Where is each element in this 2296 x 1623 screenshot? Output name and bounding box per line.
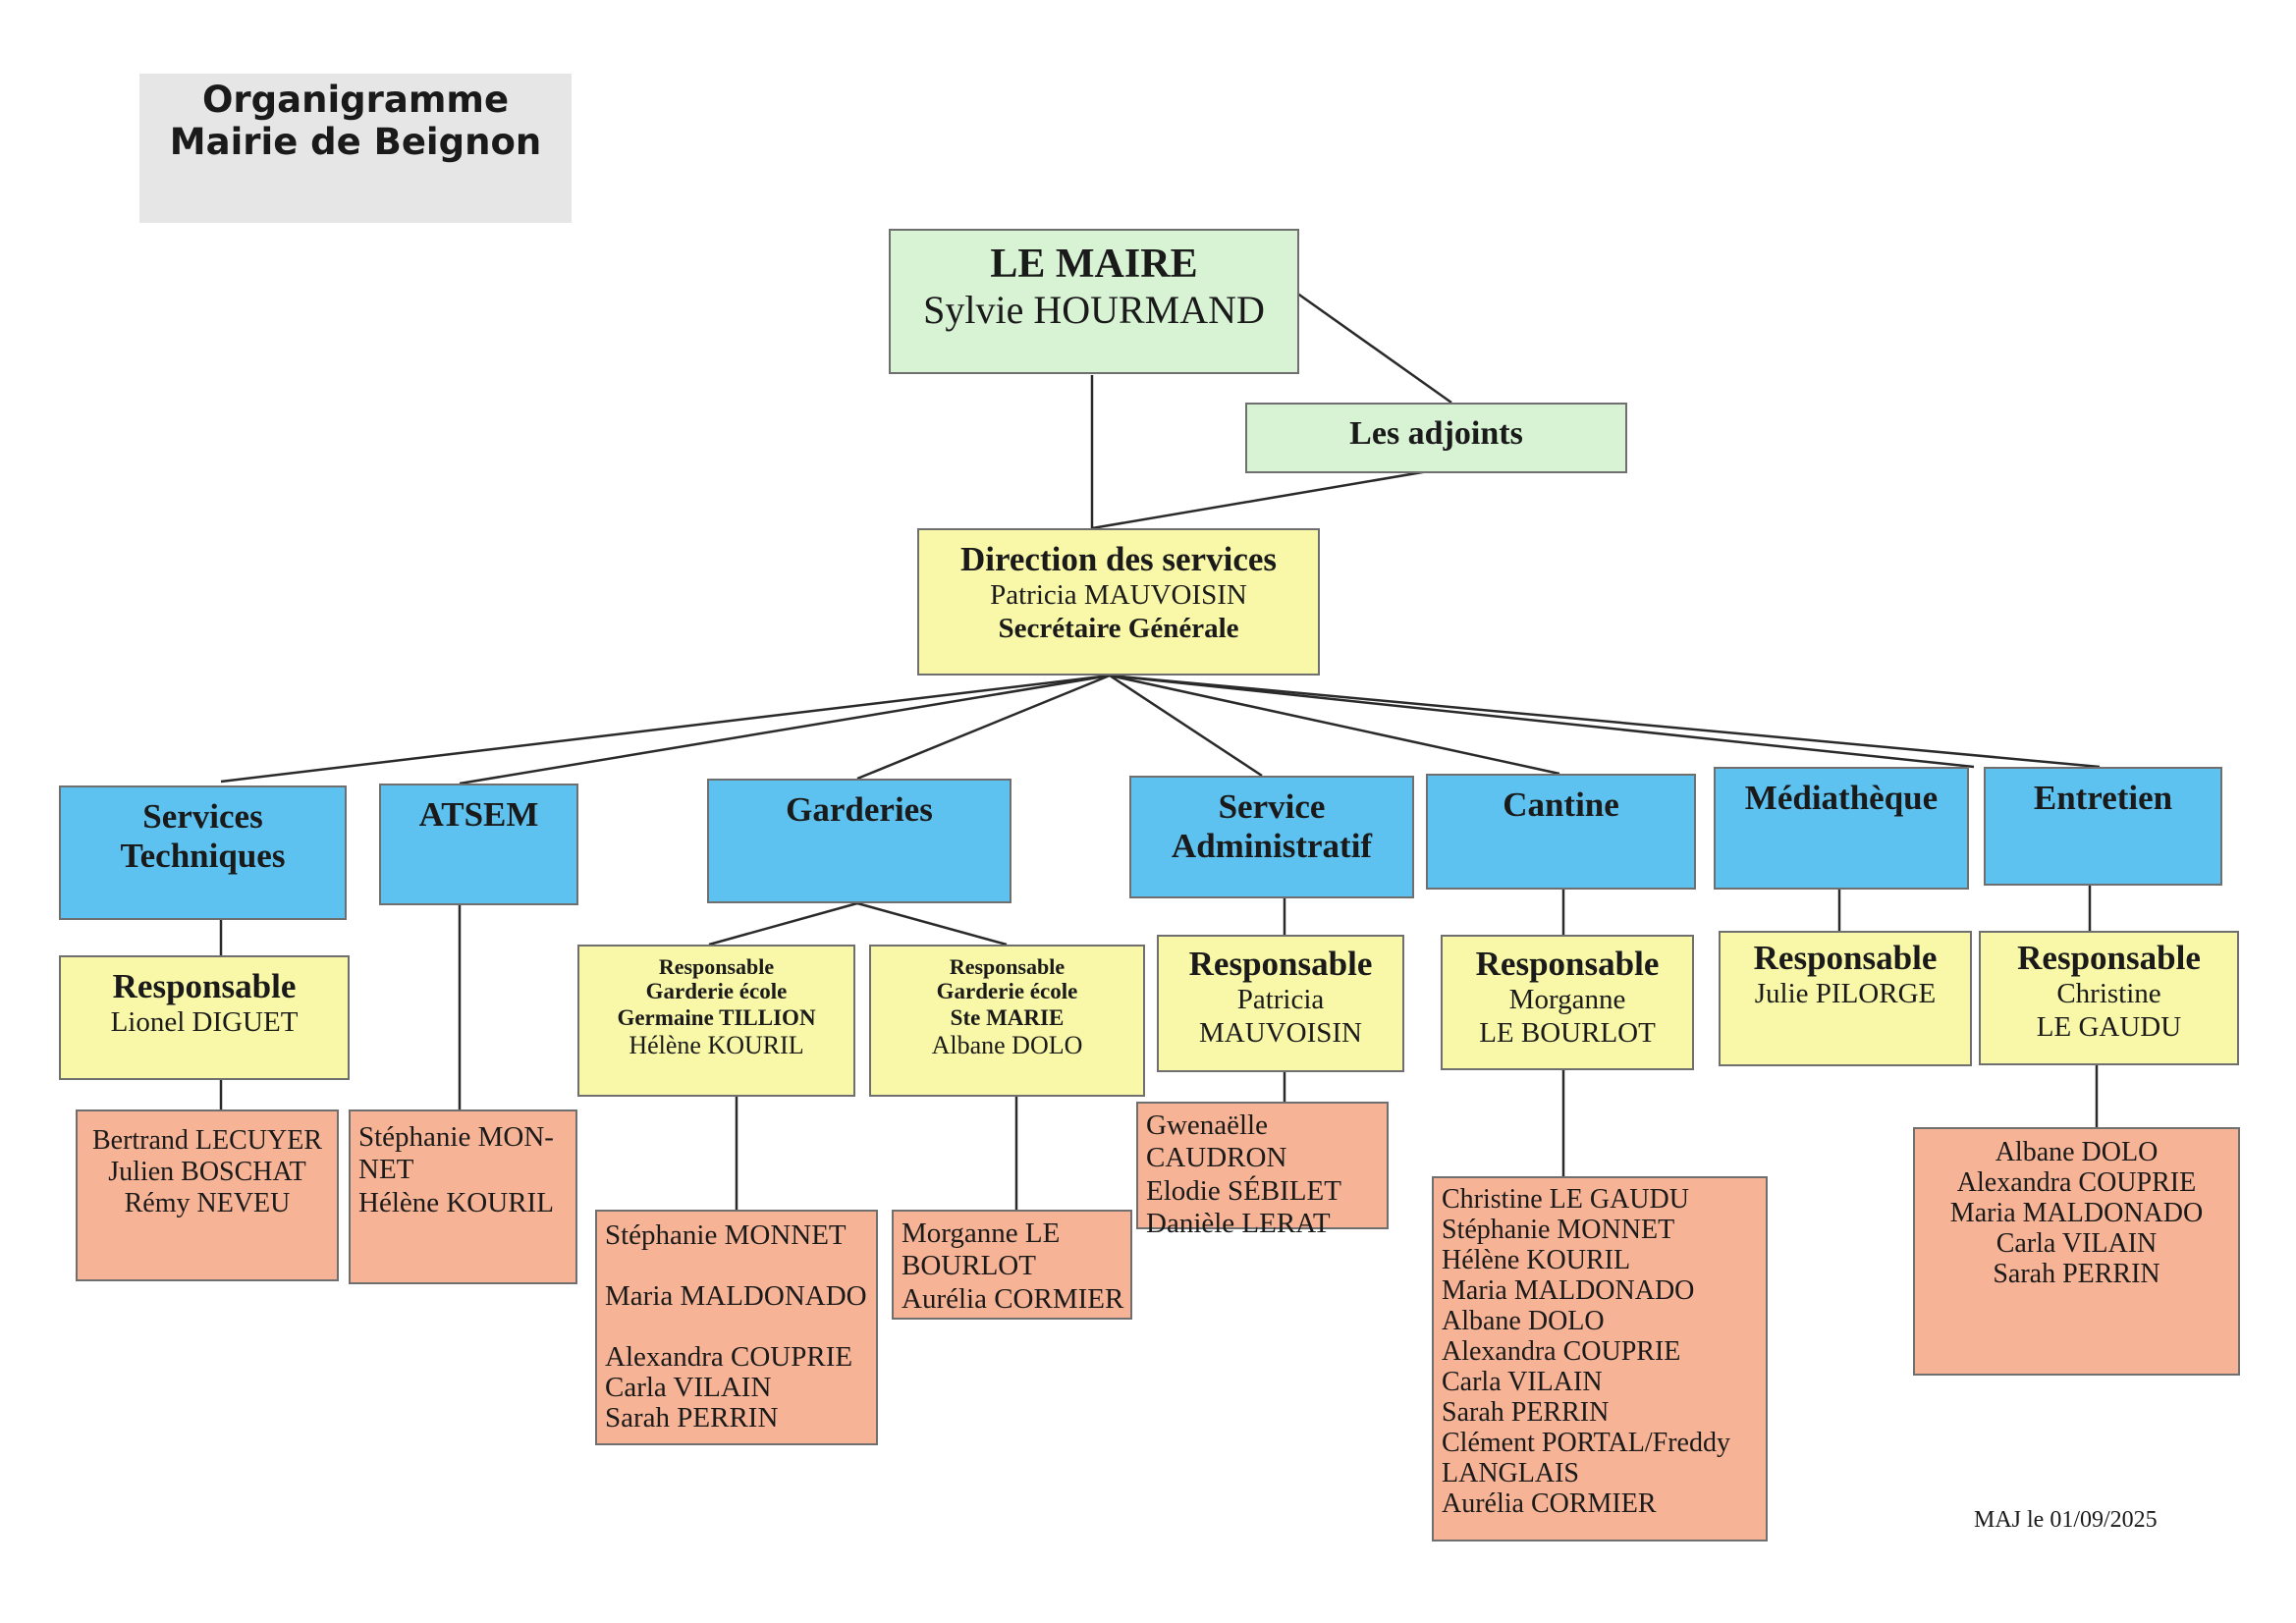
responsable-label: Responsable	[112, 967, 297, 1005]
service-administratif-staff-box: Gwenaëlle CAUDRON Elodie SÉBILET Danièle…	[1136, 1102, 1389, 1239]
staff-name: Hélène KOURIL	[1442, 1245, 1631, 1275]
responsable-label: Responsable	[1475, 945, 1660, 983]
responsable-name: Albane DOLO	[931, 1031, 1083, 1060]
maire-box: LE MAIRE Sylvie HOURMAND	[889, 229, 1299, 374]
staff-name: NET	[358, 1154, 414, 1186]
staff-name: Stéphanie MON-	[358, 1121, 554, 1153]
staff-name: Maria MALDONADO	[1949, 1198, 2204, 1228]
staff-name: Aurélia CORMIER	[902, 1282, 1124, 1315]
garderie-tillion-staff-box: Stéphanie MONNET Maria MALDONADO Alexand…	[595, 1210, 878, 1445]
cantine-title: Cantine	[1503, 785, 1619, 824]
staff-name: Albane DOLO	[1995, 1137, 2159, 1167]
responsable-name: Christine	[2056, 978, 2161, 1010]
services-techniques-responsable-box: Responsable Lionel DIGUET	[59, 955, 350, 1080]
update-date: MAJ le 01/09/2025	[1974, 1507, 2158, 1533]
mediatheque-responsable-box: Responsable Julie PILORGE	[1719, 931, 1972, 1066]
service-administratif-responsable-box: Responsable Patricia MAUVOISIN	[1157, 935, 1404, 1072]
page-title: Organigramme Mairie de Beignon	[139, 74, 572, 223]
staff-name: Aurélia CORMIER	[1442, 1488, 1657, 1519]
garderie-ste-marie-staff-box: Morganne LE BOURLOT Aurélia CORMIER	[892, 1210, 1132, 1320]
responsable-name: LE GAUDU	[2036, 1010, 2182, 1043]
garderie-school: Germaine TILLION	[617, 1004, 816, 1030]
responsable-name: Morganne	[1508, 984, 1626, 1016]
responsable-name: MAUVOISIN	[1199, 1016, 1362, 1049]
garderie-ste-marie-responsable-box: Responsable Garderie école Ste MARIE Alb…	[869, 945, 1145, 1097]
responsable-name: Julie PILORGE	[1754, 978, 1937, 1010]
maire-name: Sylvie HOURMAND	[923, 288, 1265, 333]
entretien-title: Entretien	[2033, 779, 2173, 817]
responsable-label: Responsable	[2017, 939, 2201, 977]
staff-name: Christine LE GAUDU	[1442, 1184, 1689, 1215]
responsable-name: Lionel DIGUET	[110, 1006, 299, 1039]
services-techniques-title: Techniques	[120, 837, 286, 876]
staff-name: Danièle LERAT	[1146, 1208, 1331, 1240]
responsable-name: Patricia	[1236, 984, 1325, 1016]
title-line-1: Organigramme	[201, 79, 510, 121]
staff-name: Maria MALDONADO	[605, 1280, 867, 1312]
staff-name: Alexandra COUPRIE	[605, 1341, 853, 1373]
atsem-box: ATSEM	[379, 784, 578, 905]
services-techniques-title: Services	[142, 797, 263, 836]
garderie-tillion-responsable-box: Responsable Garderie école Germaine TILL…	[577, 945, 855, 1097]
entretien-staff-box: Albane DOLO Alexandra COUPRIE Maria MALD…	[1913, 1127, 2240, 1376]
staff-name: Elodie SÉBILET	[1146, 1174, 1341, 1207]
maire-heading: LE MAIRE	[990, 242, 1198, 287]
cantine-staff-box: Christine LE GAUDU Stéphanie MONNET Hélè…	[1432, 1176, 1768, 1542]
entretien-responsable-box: Responsable Christine LE GAUDU	[1979, 931, 2239, 1065]
mediatheque-box: Médiathèque	[1714, 767, 1969, 890]
direction-role: Secrétaire Générale	[998, 612, 1239, 644]
service-administratif-title: Administratif	[1171, 827, 1373, 866]
direction-name: Patricia MAUVOISIN	[990, 579, 1247, 612]
staff-name: Alexandra COUPRIE	[1442, 1336, 1681, 1367]
responsable-name: LE BOURLOT	[1479, 1016, 1656, 1049]
staff-name: Gwenaëlle CAUDRON	[1146, 1109, 1287, 1174]
staff-name: Sarah PERRIN	[1993, 1259, 2160, 1289]
service-administratif-title: Service	[1218, 787, 1326, 826]
garderie-school: Ste MARIE	[950, 1004, 1065, 1030]
staff-name: Bertrand LECUYER	[91, 1125, 323, 1156]
adjoints-label: Les adjoints	[1349, 415, 1523, 452]
staff-name: Carla VILAIN	[1442, 1367, 1603, 1397]
garderie-label: Garderie école	[645, 979, 788, 1004]
staff-name: Rémy NEVEU	[124, 1188, 291, 1219]
staff-name: LANGLAIS	[1442, 1458, 1579, 1488]
staff-name: Sarah PERRIN	[1442, 1397, 1610, 1428]
staff-name: Julien BOSCHAT	[108, 1157, 306, 1188]
staff-name: Alexandra COUPRIE	[1956, 1167, 2197, 1198]
garderie-label: Garderie école	[936, 979, 1078, 1004]
responsable-label: Responsable	[949, 954, 1066, 979]
staff-name: Stéphanie MONNET	[605, 1219, 847, 1251]
garderies-title: Garderies	[786, 790, 933, 829]
direction-box: Direction des services Patricia MAUVOISI…	[917, 528, 1320, 676]
staff-name: Sarah PERRIN	[605, 1402, 779, 1434]
responsable-label: Responsable	[658, 954, 775, 979]
staff-name: Carla VILAIN	[605, 1372, 772, 1403]
staff-name: Hélène KOURIL	[358, 1186, 554, 1218]
staff-name: Maria MALDONADO	[1442, 1275, 1695, 1306]
service-administratif-box: Service Administratif	[1129, 776, 1414, 898]
staff-name: Stéphanie MONNET	[1442, 1215, 1675, 1245]
services-techniques-staff-box: Bertrand LECUYER Julien BOSCHAT Rémy NEV…	[76, 1109, 339, 1281]
cantine-responsable-box: Responsable Morganne LE BOURLOT	[1441, 935, 1694, 1070]
atsem-staff-box: Stéphanie MON- NET Hélène KOURIL	[349, 1109, 577, 1284]
cantine-box: Cantine	[1426, 774, 1696, 890]
responsable-name: Hélène KOURIL	[629, 1031, 804, 1060]
staff-name: Clément PORTAL/Freddy	[1442, 1428, 1730, 1458]
staff-name: BOURLOT	[902, 1250, 1036, 1282]
title-line-2: Mairie de Beignon	[169, 120, 542, 163]
atsem-title: ATSEM	[418, 795, 539, 834]
staff-name: Albane DOLO	[1442, 1306, 1605, 1336]
mediatheque-title: Médiathèque	[1744, 779, 1939, 817]
staff-name: Morganne LE	[902, 1217, 1061, 1249]
adjoints-box: Les adjoints	[1245, 403, 1627, 473]
responsable-label: Responsable	[1753, 939, 1938, 977]
services-techniques-box: Services Techniques	[59, 785, 347, 920]
garderies-box: Garderies	[707, 779, 1011, 903]
direction-heading: Direction des services	[959, 540, 1278, 578]
staff-name: Carla VILAIN	[1995, 1228, 2158, 1259]
responsable-label: Responsable	[1188, 945, 1373, 983]
entretien-box: Entretien	[1984, 767, 2222, 886]
